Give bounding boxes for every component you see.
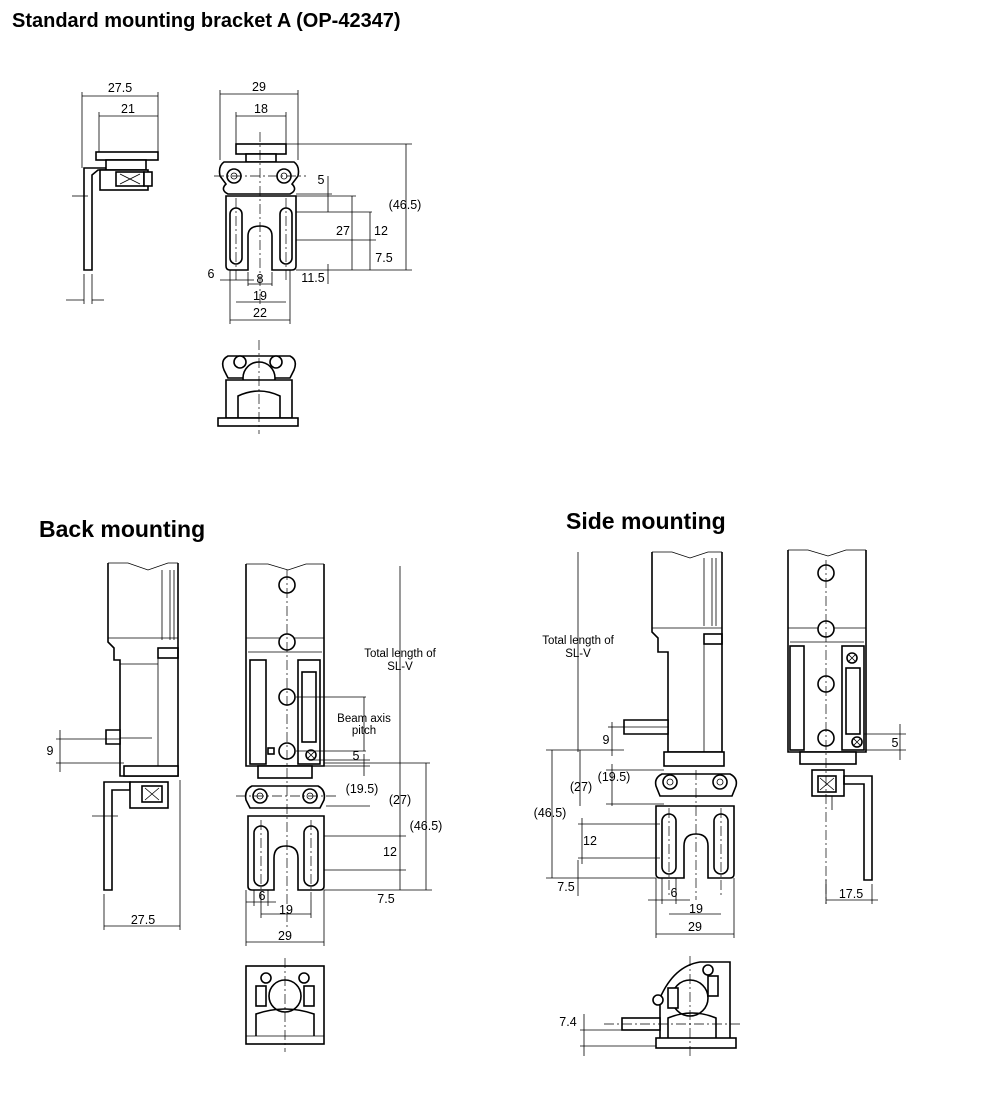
dim-bracket-19: 19 bbox=[253, 289, 267, 303]
bracket-bottom-view bbox=[217, 340, 299, 434]
dim-back-6: 6 bbox=[259, 889, 266, 903]
dim-bracket-depth-21: 21 bbox=[121, 102, 135, 116]
dim-back-19-5: (19.5) bbox=[346, 782, 379, 796]
dim-back-27: (27) bbox=[389, 793, 411, 807]
dim-back-29: 29 bbox=[278, 929, 292, 943]
bracket-side-view: 27.5 21 bbox=[66, 81, 159, 304]
side-mounting-title: Side mounting bbox=[566, 508, 726, 534]
side-bottom-view: 7.4 bbox=[559, 956, 740, 1056]
dim-side-9: 9 bbox=[603, 733, 610, 747]
back-mounting-title: Back mounting bbox=[39, 516, 206, 542]
dim-bracket-front-29: 29 bbox=[252, 80, 266, 94]
dim-side-17-5: 17.5 bbox=[839, 887, 863, 901]
dim-side-5: 5 bbox=[892, 736, 899, 750]
dim-bracket-7-5: 7.5 bbox=[375, 251, 392, 265]
dim-bracket-12: 12 bbox=[374, 224, 388, 238]
back-bottom-view bbox=[245, 958, 325, 1052]
dim-bracket-height-46-5: (46.5) bbox=[389, 198, 422, 212]
dim-back-7-5: 7.5 bbox=[377, 892, 394, 906]
label-back-total-length: Total length of bbox=[364, 648, 436, 660]
dim-bracket-front-18: 18 bbox=[254, 102, 268, 116]
dim-side-12: 12 bbox=[583, 834, 597, 848]
page-title: Standard mounting bracket A (OP-42347) bbox=[12, 10, 401, 32]
dim-back-46-5: (46.5) bbox=[410, 819, 443, 833]
dim-side-6: 6 bbox=[671, 886, 678, 900]
dim-back-27-5: 27.5 bbox=[131, 913, 155, 927]
dim-side-7-5: 7.5 bbox=[557, 880, 574, 894]
back-front-view: Total length of SL-V Beam axis pitch 5 (… bbox=[236, 563, 443, 946]
dim-bracket-8: 8 bbox=[257, 272, 264, 286]
bracket-front-view: 29 18 (46.5) 5 27 12 7.5 11.5 6 bbox=[208, 80, 422, 324]
side-front-view: 5 17.5 bbox=[787, 549, 906, 904]
dim-side-27: (27) bbox=[570, 780, 592, 794]
dim-side-19-5: (19.5) bbox=[598, 770, 631, 784]
dim-back-12: 12 bbox=[383, 845, 397, 859]
dim-bracket-slot-27: 27 bbox=[336, 224, 350, 238]
label-beam-axis-pitch: pitch bbox=[352, 725, 376, 737]
side-side-view: Total length of SL-V 9 (27) (19.5) (46.5… bbox=[534, 551, 738, 938]
dim-side-29: 29 bbox=[688, 920, 702, 934]
dim-back-19: 19 bbox=[279, 903, 293, 917]
dim-side-7-4: 7.4 bbox=[559, 1015, 576, 1029]
dim-bracket-6: 6 bbox=[208, 267, 215, 281]
dim-back-5: 5 bbox=[353, 749, 360, 763]
label-back-total-length-model: SL-V bbox=[387, 661, 413, 673]
dim-bracket-5: 5 bbox=[318, 173, 325, 187]
label-beam-axis: Beam axis bbox=[337, 713, 391, 725]
label-side-total-length-model: SL-V bbox=[565, 648, 591, 660]
dim-back-9: 9 bbox=[47, 744, 54, 758]
label-side-total-length: Total length of bbox=[542, 635, 614, 647]
dim-side-19: 19 bbox=[689, 902, 703, 916]
dim-bracket-22: 22 bbox=[253, 306, 267, 320]
dim-side-46-5: (46.5) bbox=[534, 806, 567, 820]
back-side-view: 9 27.5 bbox=[47, 562, 181, 930]
dim-bracket-width-27-5: 27.5 bbox=[108, 81, 132, 95]
dim-bracket-11-5: 11.5 bbox=[301, 271, 324, 285]
